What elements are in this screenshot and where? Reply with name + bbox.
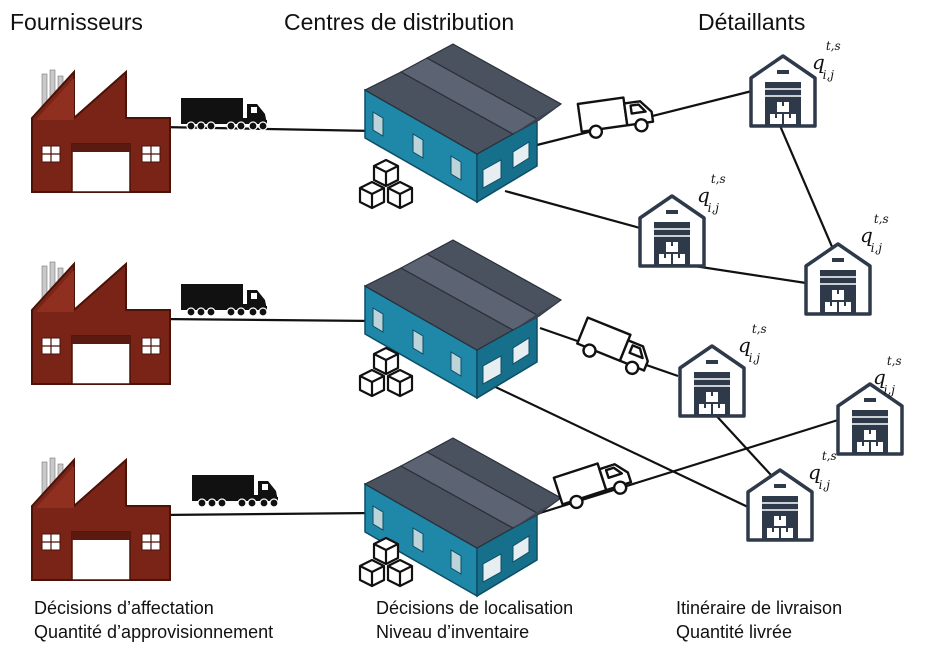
supplier-decisions-caption: Décisions d’affectation Quantité d’appro… — [34, 596, 273, 644]
truck-icon — [180, 283, 268, 317]
caption-line: Décisions d’affectation — [34, 598, 214, 618]
retail-warehouse-icon — [638, 194, 706, 268]
retail-warehouse-icon — [804, 242, 872, 316]
quantity-label: qt,si,j — [812, 39, 841, 82]
retail-warehouse-icon — [746, 468, 814, 542]
truck-icon — [191, 474, 279, 508]
caption-line: Décisions de localisation — [376, 598, 574, 618]
distribution-centers-header: Centres de distribution — [284, 9, 515, 35]
quantity-label: qt,si,j — [738, 322, 767, 365]
quantity-label: qt,si,j — [808, 449, 837, 492]
factory-icon — [31, 69, 171, 193]
caption-line: Quantité d’approvisionnement — [34, 622, 274, 642]
dc-to-retailer-links — [484, 88, 839, 515]
quantity-label: qt,si,j — [697, 172, 726, 215]
van-icon — [576, 92, 656, 141]
truck-icon — [180, 97, 268, 131]
suppliers-header: Fournisseurs — [10, 9, 143, 35]
factory-icon — [31, 457, 171, 581]
quantity-label: qt,si,j — [873, 354, 902, 397]
retailer-decisions-caption: Itinéraire de livraison Quantité livrée — [676, 596, 842, 644]
retail-warehouse-icon — [749, 54, 817, 128]
supplier-to-dc-links — [159, 125, 376, 517]
van-icon — [552, 454, 635, 514]
quantity-label: qt,si,j — [860, 212, 889, 255]
dc-decisions-caption: Décisions de localisation Niveau d’inven… — [376, 596, 573, 644]
factory-icon — [31, 261, 171, 385]
retail-warehouse-icon — [678, 344, 746, 418]
van-icon — [573, 316, 656, 380]
boxes-icon — [358, 158, 414, 210]
caption-line: Itinéraire de livraison — [676, 598, 843, 618]
caption-line: Niveau d’inventaire — [376, 622, 530, 642]
caption-line: Quantité livrée — [676, 622, 793, 642]
retailers-header: Détaillants — [698, 9, 806, 35]
